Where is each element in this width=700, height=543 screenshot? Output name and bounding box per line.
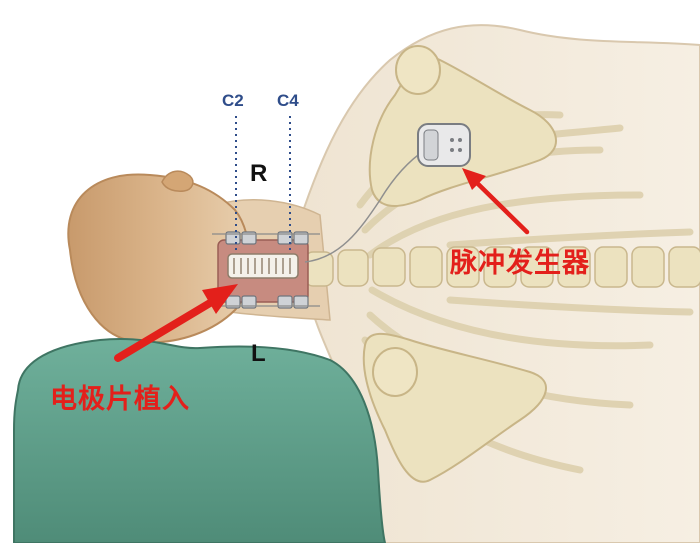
- electrode-lead-icon: [227, 253, 299, 279]
- retractor-clips: [225, 231, 309, 309]
- arrow-to-generator: [462, 168, 530, 235]
- pulse-generator-icon: [417, 123, 471, 167]
- callout-pulse-generator: 脉冲发生器: [450, 248, 590, 279]
- side-label-right: R: [250, 160, 268, 187]
- spine: [304, 246, 700, 288]
- callout-electrode-implant: 电极片植入: [50, 384, 190, 415]
- ear: [161, 170, 194, 192]
- arrow-to-electrode: [114, 284, 238, 362]
- level-label-c4: C4: [277, 91, 299, 110]
- side-label-left: L: [251, 340, 266, 367]
- shoulder-head-upper: [395, 45, 441, 95]
- shoulder-head-lower: [372, 347, 418, 397]
- level-label-c2: C2: [222, 91, 244, 110]
- lead-wire: [304, 149, 426, 263]
- pillow: [13, 338, 387, 543]
